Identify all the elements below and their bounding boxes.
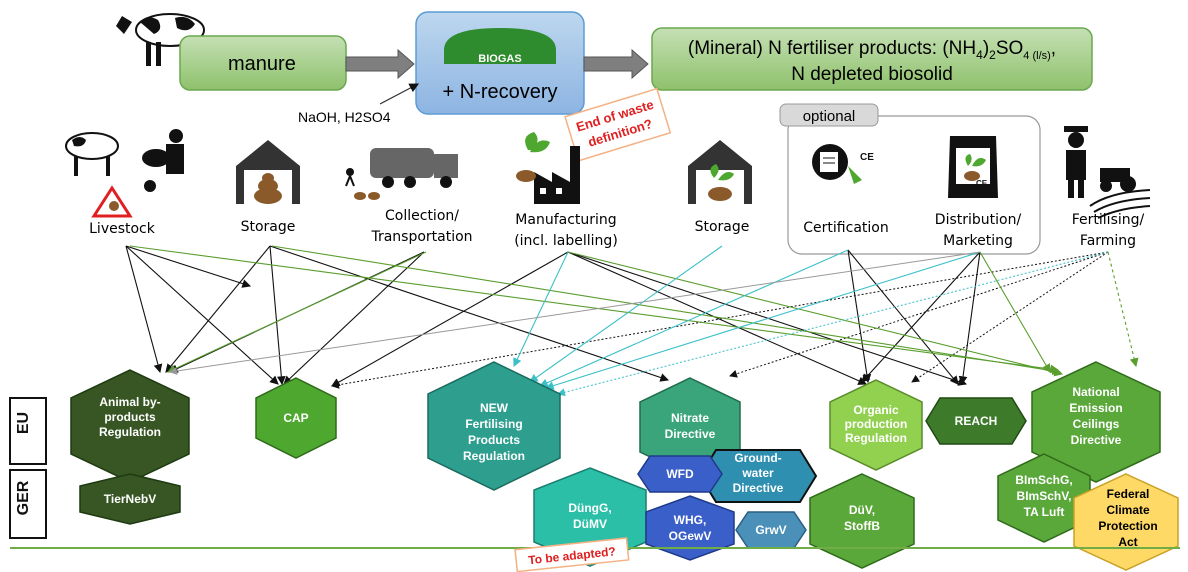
svg-text:Federal: Federal [1107,487,1150,501]
fertiliser-bag-icon: CE [948,136,998,198]
hex-reach: REACH [925,397,1027,445]
svg-text:Protection: Protection [1098,519,1157,533]
storage2-icon [688,140,752,204]
biogas-badge: BIOGAS [478,53,521,65]
product-line1: (Mineral) N fertiliser products: (NH4)2S… [688,38,1056,62]
actor-manufacturing-2: (incl. labelling) [514,233,618,249]
manure-box: manure [179,35,347,91]
svg-text:Emission: Emission [1069,401,1122,415]
svg-text:products: products [104,410,156,424]
hex-bimschg: BImSchG, BImSchV, TA Luft [997,453,1091,543]
actor-collection-2: Transportation [370,229,472,245]
chemicals-label: NaOH, H2SO4 [298,109,391,125]
product-line2: N depleted biosolid [791,64,953,85]
actor-storage: Storage [241,219,296,235]
level-ger: GER [9,469,47,539]
svg-text:BImSchG,: BImSchG, [1015,473,1072,487]
hex-groundwater-directive: Ground- water Directive [698,449,818,503]
optional-label: optional [803,108,856,125]
storage-icon [236,140,300,204]
recovery-label: + N-recovery [442,81,557,103]
certificate-icon: CE [812,144,874,184]
truck-icon [345,148,458,200]
hex-cap: CAP [255,377,337,459]
actor-fertilising-1: Fertilising/ [1072,212,1145,228]
factory-icon [516,132,580,204]
livestock-icon [65,129,184,218]
optional-group: optional [779,103,1041,255]
actor-collection-1: Collection/ [385,208,459,224]
actor-distribution-1: Distribution/ [935,212,1022,228]
farmer-icon [1064,126,1151,219]
svg-text:Regulation: Regulation [99,425,161,439]
svg-text:Climate: Climate [1106,503,1150,517]
products-box: (Mineral) N fertiliser products: (NH4)2S… [651,27,1093,91]
svg-text:National: National [1072,385,1119,399]
svg-text:Animal by-: Animal by- [99,395,160,409]
actor-livestock: Livestock [89,221,156,237]
svg-text:NEW: NEW [480,401,509,415]
arrow-to-biogas [345,48,415,80]
biogas-icon: BIOGAS [444,28,556,65]
svg-text:DüMV: DüMV [573,517,607,531]
actor-distribution-2: Marketing [943,233,1013,249]
svg-text:Nitrate: Nitrate [671,411,709,425]
to-be-adapted-callout: To be adapted? [514,537,630,572]
svg-text:Organic: Organic [853,403,899,417]
actor-manufacturing-1: Manufacturing [515,212,616,228]
hex-new-fertilising-products-regulation: NEW Fertilising Products Regulation [427,361,561,491]
svg-text:Regulation: Regulation [463,449,525,463]
svg-text:Directive: Directive [665,427,716,441]
svg-text:water: water [741,466,774,480]
svg-text:CE: CE [976,179,988,188]
actor-fertilising-2: Farming [1080,233,1136,249]
svg-text:REACH: REACH [955,414,998,428]
svg-text:WFD: WFD [666,467,694,481]
hex-whg-ogewv: WHG, OGewV [645,495,735,561]
hex-wfd: WFD [637,455,723,493]
biogas-box: BIOGAS + N-recovery [415,11,585,115]
hex-grwv: GrwV [735,511,807,549]
hex-organic-production-regulation: Organic production Regulation [829,379,923,471]
hex-national-emission-ceilings-directive: National Emission Ceilings Directive [1031,361,1161,483]
svg-text:Regulation: Regulation [845,431,907,445]
svg-text:CAP: CAP [283,411,308,425]
svg-text:GrwV: GrwV [755,523,786,537]
hex-federal-climate-protection-act: Federal Climate Protection Act [1073,473,1179,571]
level-eu: EU [9,397,47,465]
svg-text:DüngG,: DüngG, [568,501,611,515]
svg-text:Act: Act [1118,535,1137,549]
svg-text:Directive: Directive [1071,433,1122,447]
svg-text:EU: EU [15,412,32,434]
svg-text:DüV,: DüV, [849,503,875,517]
hex-duev-stoffb: DüV, StoffB [809,473,915,569]
svg-text:BImSchV,: BImSchV, [1017,489,1072,503]
actor-certification: Certification [803,220,888,236]
hex-tiernebv: TierNebV [79,473,181,525]
svg-text:WHG,: WHG, [674,513,707,527]
svg-text:Ceilings: Ceilings [1073,417,1120,431]
connection-arrows [125,245,1139,397]
svg-text:TierNebV: TierNebV [104,492,156,506]
svg-text:OGewV: OGewV [669,529,712,543]
svg-text:TA Luft: TA Luft [1024,505,1065,519]
svg-text:Fertilising: Fertilising [465,417,522,431]
svg-text:Ground-: Ground- [734,451,781,465]
manure-label: manure [228,53,296,75]
svg-text:GER: GER [15,480,32,515]
svg-text:production: production [845,417,908,431]
svg-text:Products: Products [468,433,520,447]
svg-text:StoffB: StoffB [844,519,880,533]
svg-text:CE: CE [860,152,874,163]
svg-text:Directive: Directive [733,481,784,495]
arrow-to-products [583,48,649,80]
hex-animal-by-products-regulation: Animal by- products Regulation [70,369,190,483]
actor-storage-2: Storage [695,219,750,235]
